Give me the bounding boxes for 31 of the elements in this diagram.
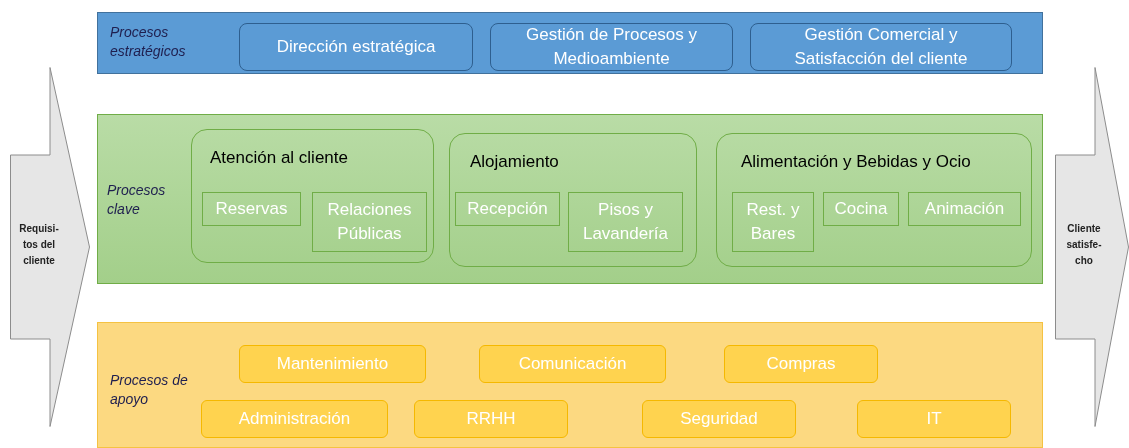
group-heading: Alojamiento xyxy=(470,152,559,172)
process-band xyxy=(97,12,1043,74)
process-box: RRHH xyxy=(414,400,568,438)
arrow-label: Cliente satisfe-cho xyxy=(1065,222,1103,268)
band-label: Procesos clave xyxy=(107,181,167,219)
process-box: Recepción xyxy=(455,192,560,226)
group-heading: Alimentación y Bebidas y Ocio xyxy=(741,152,971,172)
arrow-label: Requisi-tos del cliente xyxy=(18,222,60,268)
band-label: Procesos de apoyo xyxy=(110,371,189,409)
process-box: Compras xyxy=(724,345,878,383)
process-box: IT xyxy=(857,400,1011,438)
process-box: Mantenimiento xyxy=(239,345,426,383)
process-box: Comunicación xyxy=(479,345,666,383)
process-band xyxy=(97,322,1043,448)
process-box: Cocina xyxy=(823,192,899,226)
process-box: Gestión Comercial y Satisfacción del cliente xyxy=(750,23,1012,71)
process-box: Administración xyxy=(201,400,388,438)
process-box: Relaciones Públicas xyxy=(312,192,427,252)
process-band xyxy=(97,114,1043,284)
process-box: Dirección estratégica xyxy=(239,23,473,71)
process-group-box xyxy=(716,133,1032,267)
process-box: Reservas xyxy=(202,192,301,226)
band-label: Procesos estratégicos xyxy=(110,23,187,61)
process-box: Pisos y Lavandería xyxy=(568,192,683,252)
process-box: Seguridad xyxy=(642,400,796,438)
process-box: Rest. y Bares xyxy=(732,192,814,252)
process-box: Gestión de Procesos y Medioambiente xyxy=(490,23,733,71)
group-heading: Atención al cliente xyxy=(210,148,348,168)
process-group-box xyxy=(449,133,697,267)
process-box: Animación xyxy=(908,192,1021,226)
process-group-box xyxy=(191,129,434,263)
